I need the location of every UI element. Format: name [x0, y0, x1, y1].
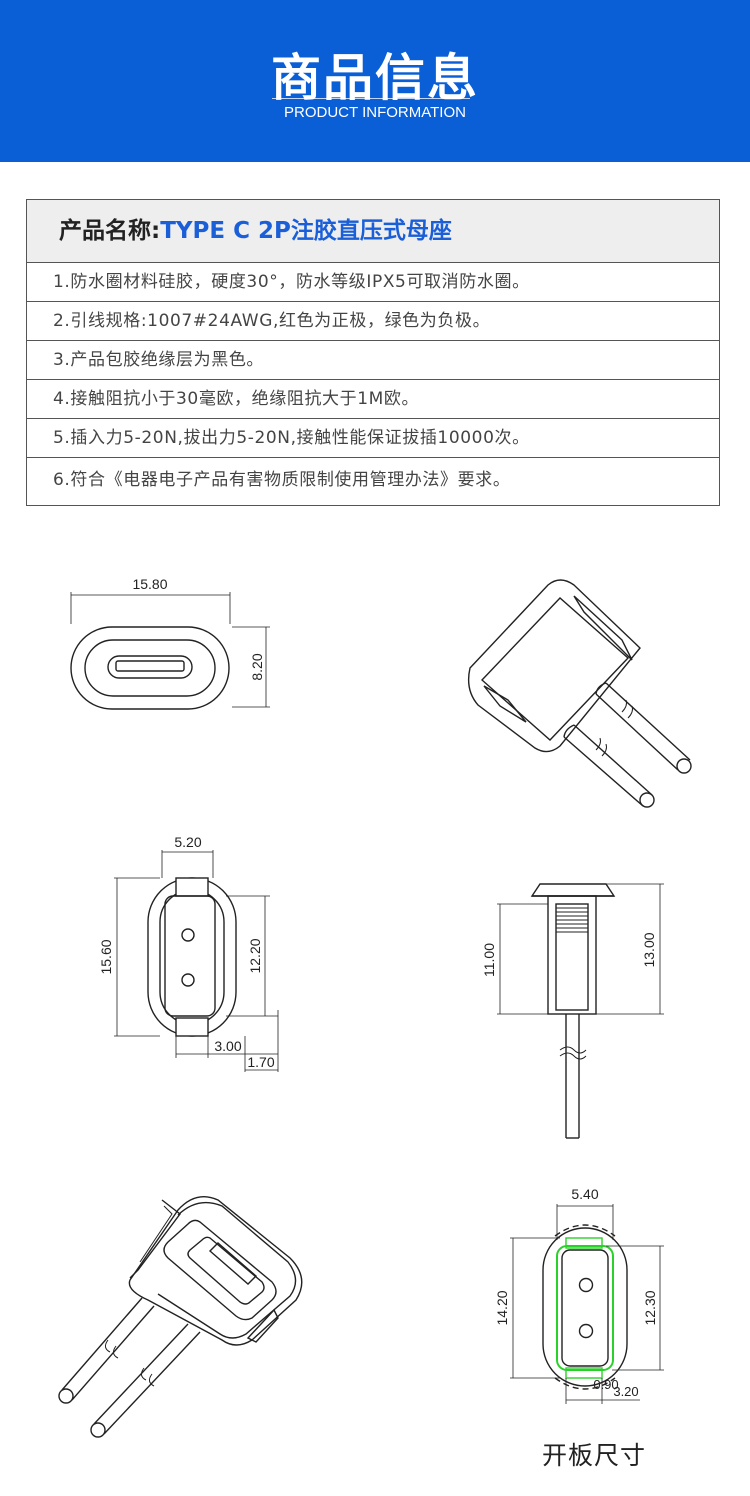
- dimension-label: 8.20: [249, 653, 265, 680]
- dimension-label: 11.00: [481, 943, 497, 977]
- product-name-value: TYPE C 2P注胶直压式母座: [160, 218, 452, 244]
- panel-cutout-drawing: [510, 1204, 664, 1404]
- spec-row: 5.插入力5-20N,拔出力5-20N,接触性能保证拔插10000次。: [27, 419, 719, 458]
- banner-subtitle: PRODUCT INFORMATION: [284, 104, 466, 121]
- product-name-label: 产品名称:: [59, 218, 161, 244]
- spec-row: 3.产品包胶绝缘层为黑色。: [27, 341, 719, 380]
- dimension-label: 0.90: [593, 1377, 618, 1392]
- technical-drawings: 15.80 8.20 5.20 15.60 12.20 3.00 1.70 11…: [58, 576, 692, 1438]
- dimension-label: 15.60: [98, 939, 114, 974]
- spec-row: 1.防水圈材料硅胶，硬度30°，防水等级IPX5可取消防水圈。: [27, 263, 719, 302]
- dimension-label: 3.00: [214, 1038, 241, 1054]
- dimension-label: 12.30: [642, 1290, 658, 1325]
- banner-title: 商品信息: [271, 49, 479, 107]
- bottom-view-drawing: [114, 850, 279, 1072]
- spec-row: 4.接触阻抗小于30毫欧，绝缘阻抗大于1M欧。: [27, 380, 719, 419]
- dimension-label: 3.20: [613, 1384, 638, 1399]
- product-info-table: 产品名称:TYPE C 2P注胶直压式母座 1.防水圈材料硅胶，硬度30°，防水…: [26, 199, 720, 506]
- dimension-label: 1.70: [247, 1054, 274, 1070]
- dimension-label: 14.20: [494, 1290, 510, 1325]
- dimension-label: 5.20: [174, 834, 201, 850]
- cutout-caption: 开板尺寸: [542, 1441, 647, 1470]
- spec-row: 2.引线规格:1007#24AWG,红色为正极，绿色为负极。: [27, 302, 719, 341]
- banner-divider: [272, 98, 470, 99]
- dimension-label: 5.40: [571, 1186, 598, 1202]
- dimension-label: 15.80: [132, 576, 167, 592]
- front-view-drawing: [70, 592, 270, 710]
- profile-view-drawing: [497, 883, 664, 1139]
- dimension-label: 12.20: [247, 938, 263, 973]
- spec-row: 6.符合《电器电子产品有害物质限制使用管理办法》要求。: [53, 470, 511, 490]
- isometric-view-bottom: [58, 1196, 303, 1438]
- header-banner: 商品信息 PRODUCT INFORMATION: [0, 0, 750, 162]
- product-name-heading: 产品名称:TYPE C 2P注胶直压式母座: [27, 200, 719, 263]
- dimension-label: 13.00: [641, 932, 657, 967]
- isometric-view-top: [467, 579, 692, 808]
